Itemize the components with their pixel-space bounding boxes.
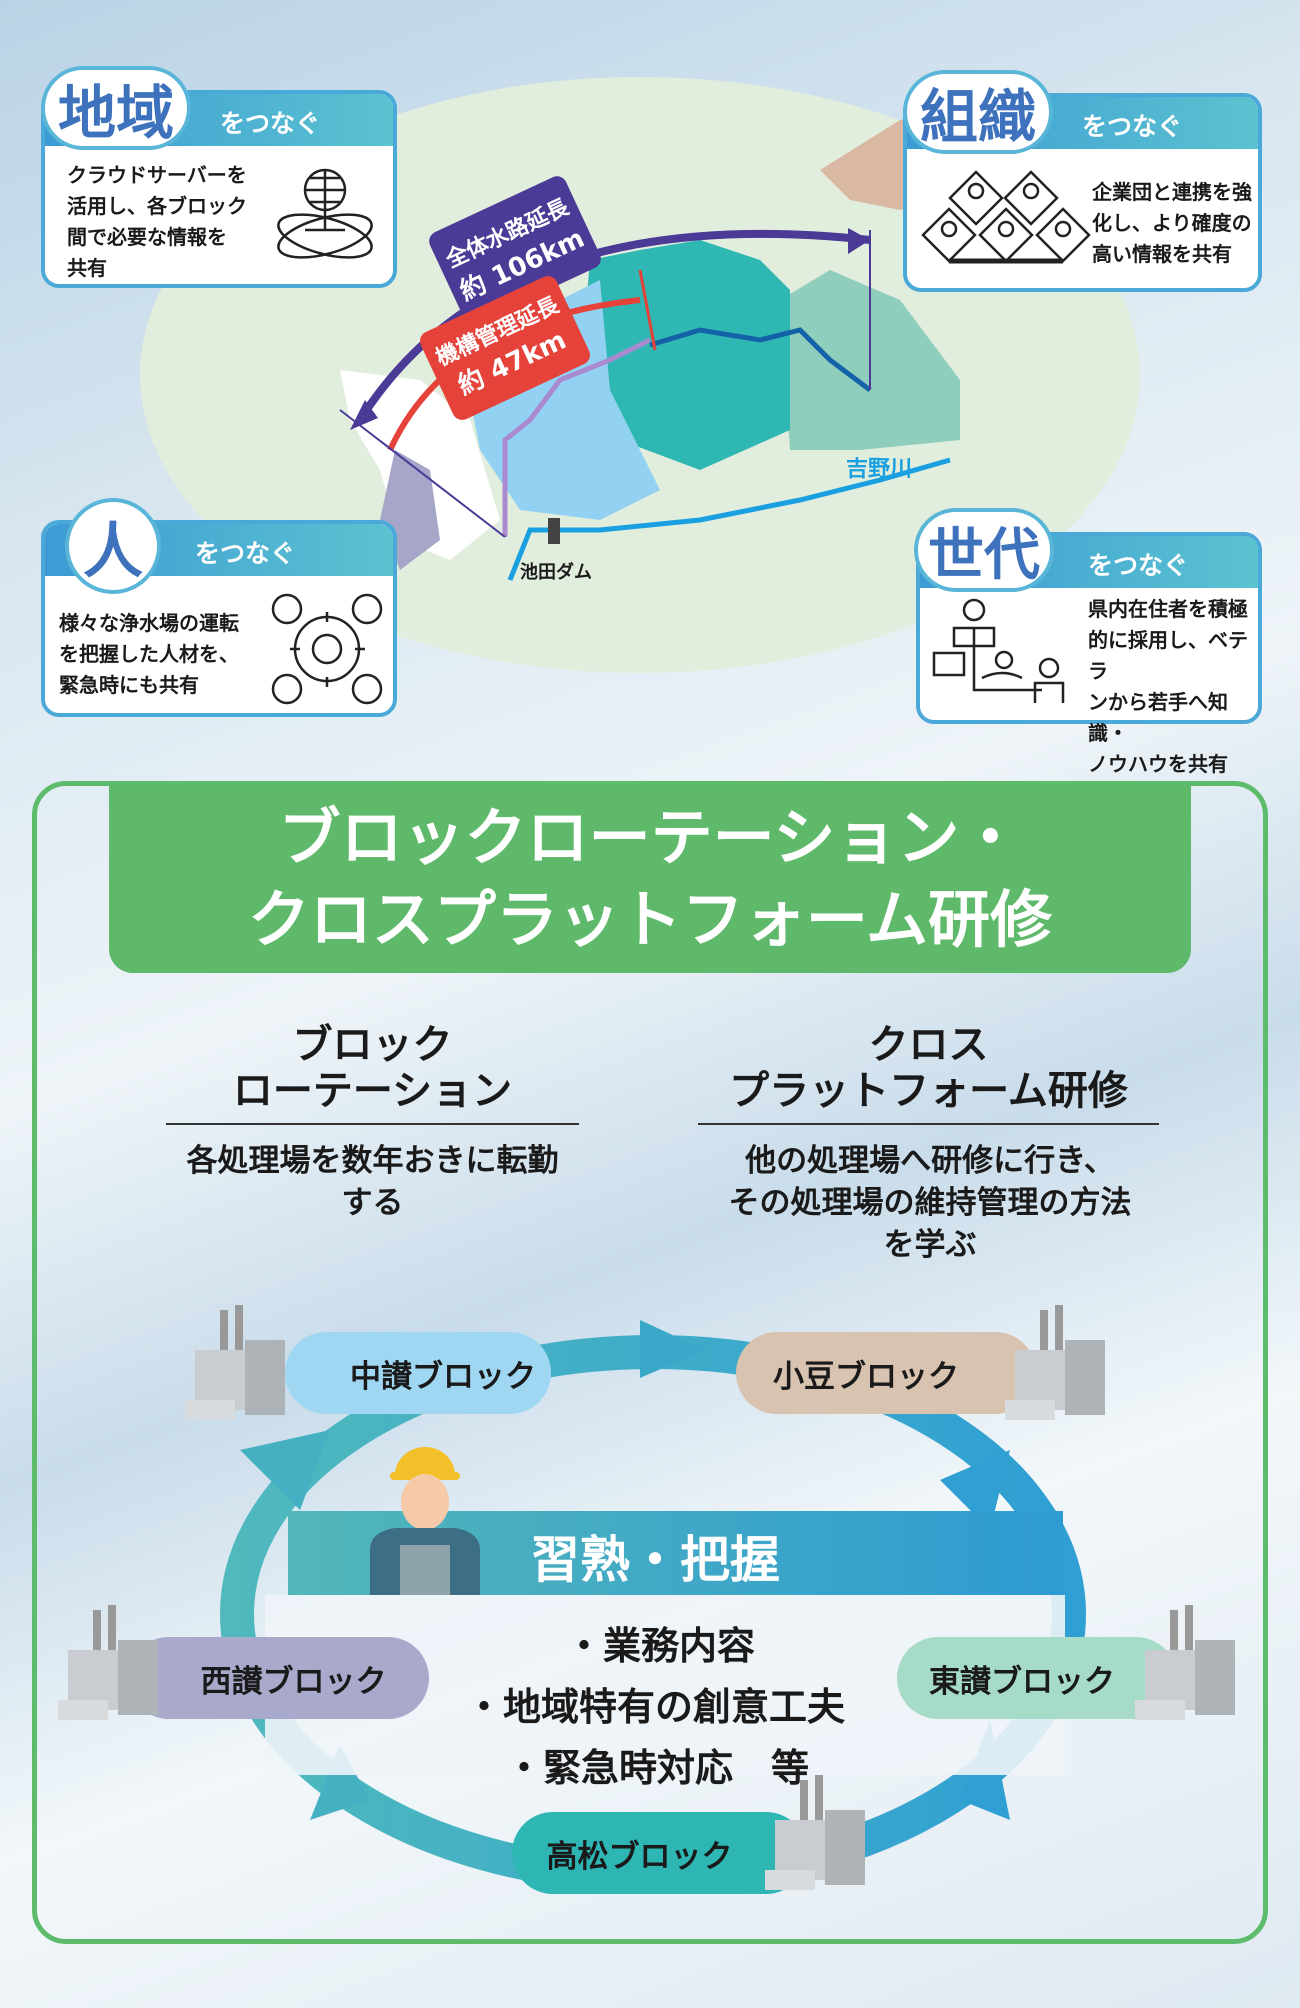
block-seisan: 西讃ブロック: [128, 1637, 429, 1719]
factory-icon: [1005, 1305, 1105, 1420]
mentor-handover-icon: [932, 598, 1065, 703]
card-subtitle: をつなぐ: [220, 109, 321, 138]
right-divider: [698, 1123, 1159, 1125]
card-organization: をつなぐ 企業団と連携を強 化し、より確度の 高い情報を共有: [903, 93, 1262, 292]
factory-icon: [1135, 1605, 1235, 1720]
total-arrow-head-right: [848, 228, 870, 254]
dam-label: 池田ダム: [520, 562, 592, 583]
cross-platform-heading: クロス プラットフォーム研修: [729, 1022, 1128, 1114]
section-title: ブロックローテーション・ クロスプラットフォーム研修: [109, 785, 1191, 973]
rotation-section-frame: [32, 781, 1268, 1944]
bullet-item: ・地域特有の創意工夫: [465, 1685, 846, 1729]
block-rotation-desc: 各処理場を数年おきに転勤 する: [186, 1143, 559, 1221]
factory-icon: [58, 1605, 158, 1720]
factory-icon: [765, 1775, 865, 1890]
canal-line: [502, 337, 652, 537]
badge-people: 人: [65, 498, 161, 594]
globe-network-icon: [277, 168, 373, 259]
factory-icon: [185, 1305, 285, 1420]
card-subtitle: をつなぐ: [1082, 112, 1183, 141]
left-divider: [166, 1123, 579, 1125]
badge-organization: 組織: [903, 70, 1053, 154]
card-text: 様々な浄水場の運転 を把握した人材を、 緊急時にも共有: [59, 611, 239, 697]
block-tosan: 東讃ブロック: [897, 1637, 1177, 1719]
dam-marker: [548, 518, 560, 544]
cross-platform-desc: 他の処理場へ研修に行き、 その処理場の維持管理の方法 を学ぶ: [728, 1143, 1132, 1263]
canal-east-line: [649, 327, 872, 392]
card-text: 企業団と連携を強 化し、より確度の 高い情報を共有: [1092, 180, 1252, 266]
badge-region: 地域: [41, 66, 191, 150]
bullet-item: ・緊急時対応 等: [505, 1746, 810, 1790]
card-subtitle: をつなぐ: [1088, 551, 1189, 580]
yoshino-river: [507, 457, 951, 581]
people-circle-icon: [271, 593, 383, 705]
river-label: 吉野川: [846, 457, 913, 482]
arrow-left-top: [240, 1430, 330, 1510]
card-text: 県内在住者を積極 的に採用し、ベテラ ンから若手へ知識・ ノウハウを共有: [1088, 597, 1248, 776]
region-takamatsu: [580, 240, 790, 470]
bullet-item: ・業務内容: [565, 1624, 756, 1668]
card-generation: をつなぐ 県内在住者を積極 的に採用し、ベテラ ンから若手へ知識・ ノウハウを共…: [916, 532, 1262, 776]
badge-generation: 世代: [914, 508, 1054, 592]
arrow-top: [640, 1320, 705, 1378]
block-shodo: 小豆ブロック: [736, 1332, 1036, 1414]
arrow-left-bottom: [310, 1745, 370, 1820]
managed-end-line: [638, 269, 657, 351]
team-network-icon: [921, 170, 1091, 264]
card-text: クラウドサーバーを 活用し、各ブロック 間で必要な情報を 共有: [67, 163, 247, 280]
total-start-line: [339, 409, 506, 538]
block-takamatsu: 高松ブロック: [512, 1812, 807, 1894]
card-subtitle: をつなぐ: [195, 539, 296, 568]
center-title: 習熟・把握: [530, 1531, 780, 1589]
block-chusan: 中讃ブロック: [285, 1332, 551, 1414]
arrow-right-top: [940, 1450, 1010, 1530]
worker-icon: [370, 1447, 480, 1595]
block-rotation-heading: ブロック ローテーション: [232, 1022, 513, 1114]
